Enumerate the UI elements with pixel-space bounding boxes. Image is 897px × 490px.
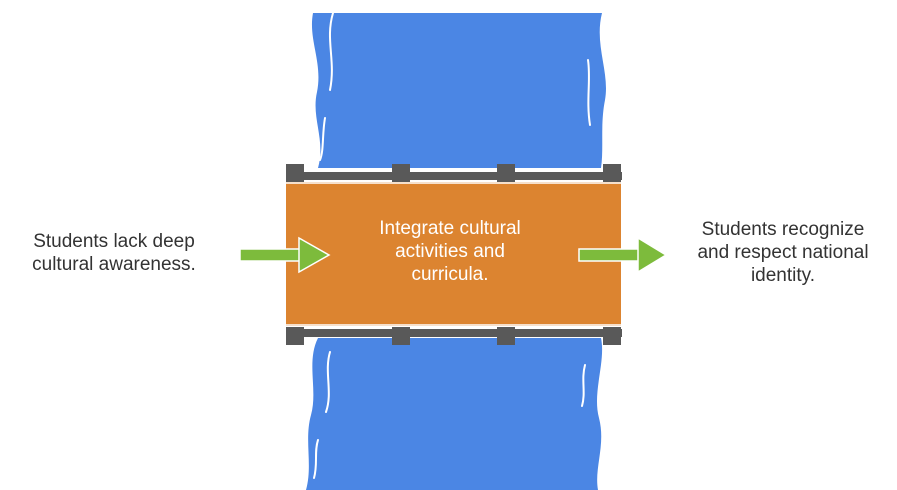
bridge-post [497,327,515,345]
arrow-right-icon [578,236,668,274]
bridge-deck [286,182,621,326]
arrow-right-icon [239,236,331,274]
bridge-post [497,164,515,182]
bridge-post [392,164,410,182]
river-streak [581,364,586,407]
bridge-bottom-rail [288,329,622,337]
bridge-post [603,327,621,345]
bridge-post [603,164,621,182]
river-streak [328,12,334,91]
river-bottom [306,338,603,490]
problem-text: Students lack deep cultural awareness. [32,231,196,275]
outcome-text: Students recognize and respect national … [697,219,869,286]
river-streak [325,351,331,413]
solution-text: Integrate cultural activities and curric… [379,218,521,285]
bridge-top-rail [288,172,622,180]
river-streak [319,117,326,161]
bridge-post [286,164,304,182]
bridge-post [392,327,410,345]
river-streak [313,439,319,479]
bridge-post [286,327,304,345]
river-top [311,13,606,168]
river-streak [587,59,591,126]
